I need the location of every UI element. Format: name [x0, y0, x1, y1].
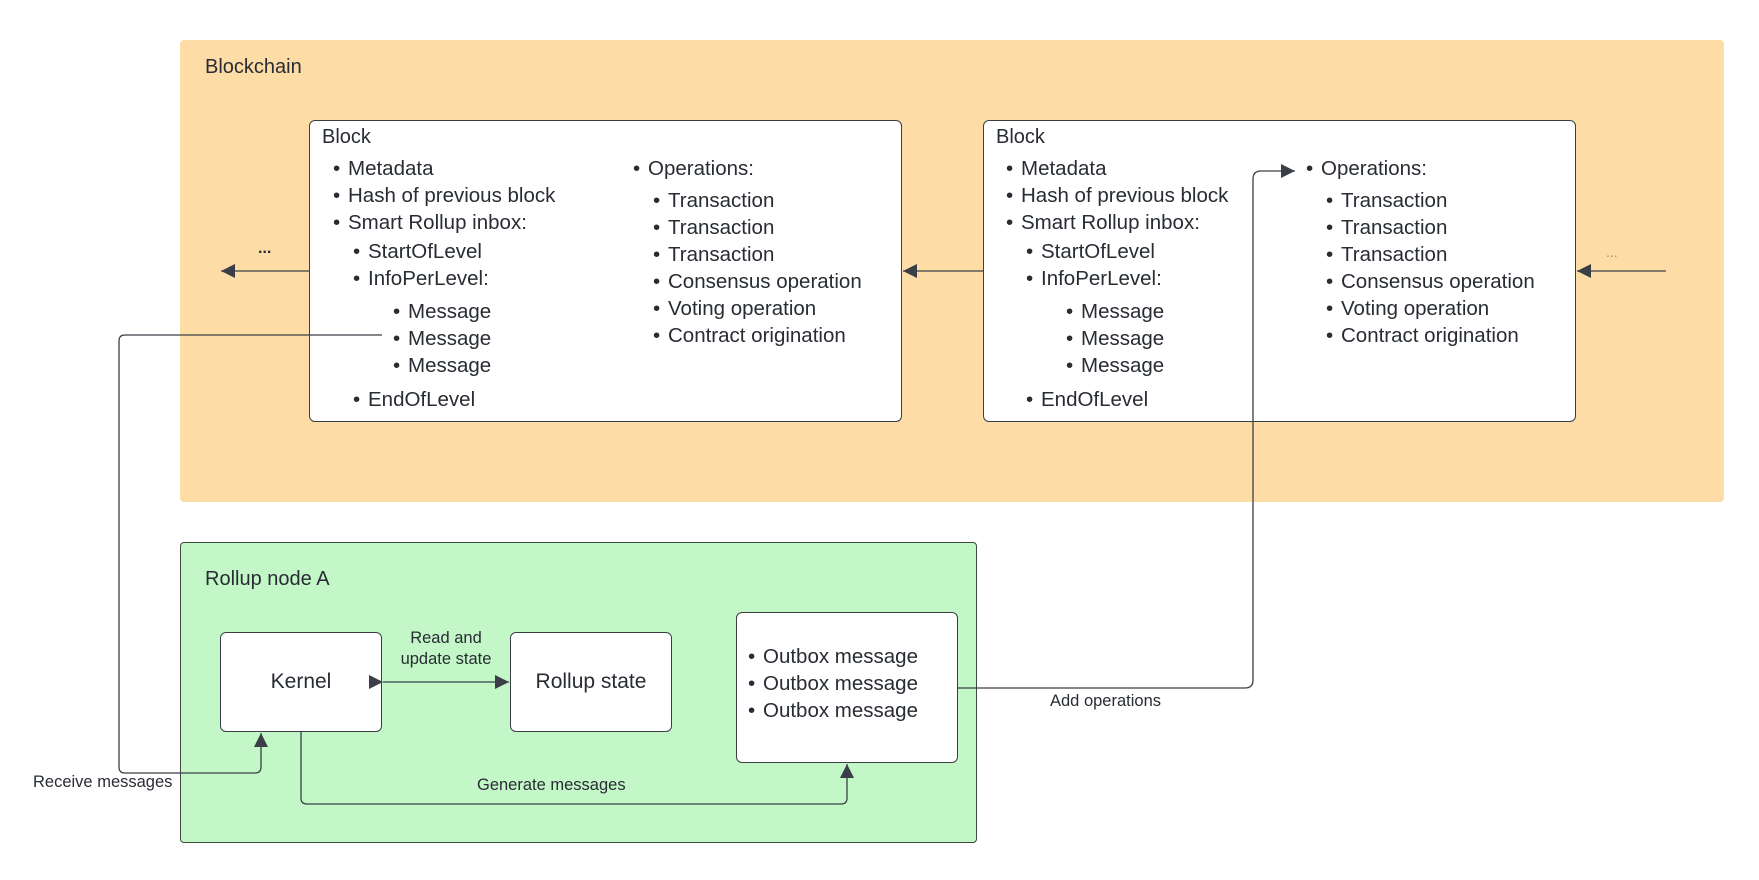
list-item: Outbox message: [748, 643, 918, 670]
list-item: Transaction: [653, 214, 862, 241]
list-item: InfoPerLevel:: [353, 265, 489, 292]
operations-list: Transaction Transaction Transaction Cons…: [1326, 187, 1535, 349]
list-item: Voting operation: [1326, 295, 1535, 322]
list-item: Hash of previous block: [333, 182, 555, 209]
operations-header: Operations:: [1306, 155, 1427, 182]
list-item: InfoPerLevel:: [1026, 265, 1162, 292]
list-item: Contract origination: [1326, 322, 1535, 349]
list-item: EndOfLevel: [1026, 386, 1148, 413]
operations-list: Transaction Transaction Transaction Cons…: [653, 187, 862, 349]
list-item: Outbox message: [748, 697, 918, 724]
list-item: Voting operation: [653, 295, 862, 322]
list-item: Message: [393, 325, 491, 352]
outbox-message-list: Outbox message Outbox message Outbox mes…: [748, 643, 918, 724]
inbox-list: StartOfLevel InfoPerLevel:: [1026, 238, 1162, 292]
read-update-label-line1: Read and: [410, 629, 482, 647]
list-item: Transaction: [1326, 241, 1535, 268]
message-list: Message Message Message: [393, 298, 491, 379]
inbox-list: StartOfLevel InfoPerLevel:: [353, 238, 489, 292]
list-item: Message: [393, 352, 491, 379]
message-list: Message Message Message: [1066, 298, 1164, 379]
block-title: Block: [322, 126, 371, 148]
receive-messages-label: Receive messages: [33, 773, 173, 791]
list-item: Smart Rollup inbox:: [1006, 209, 1228, 236]
outbox-box: Outbox message Outbox message Outbox mes…: [736, 612, 958, 763]
list-item: Hash of previous block: [1006, 182, 1228, 209]
list-item: Transaction: [1326, 214, 1535, 241]
rollup-state-box: Rollup state: [510, 632, 672, 732]
list-item: Smart Rollup inbox:: [333, 209, 555, 236]
block-2: Block Metadata Hash of previous block Sm…: [983, 120, 1576, 422]
operations-header: Operations:: [633, 155, 754, 182]
list-item: Transaction: [653, 241, 862, 268]
list-item: Consensus operation: [653, 268, 862, 295]
arrow-generate-messages: [300, 732, 854, 805]
list-item: Transaction: [1326, 187, 1535, 214]
list-item: Metadata: [333, 155, 555, 182]
block-header-list: Metadata Hash of previous block Smart Ro…: [1006, 155, 1228, 236]
blockchain-title: Blockchain: [205, 56, 302, 78]
list-item: Message: [1066, 325, 1164, 352]
arrow-receive-messages: [118, 334, 382, 774]
list-item: Contract origination: [653, 322, 862, 349]
list-item: Message: [393, 298, 491, 325]
next-blocks-ellipsis: ...: [1606, 244, 1618, 260]
list-item: StartOfLevel: [353, 238, 489, 265]
list-item: StartOfLevel: [1026, 238, 1162, 265]
end-of-level-list: EndOfLevel: [1026, 386, 1148, 413]
block-title: Block: [996, 126, 1045, 148]
list-item: Outbox message: [748, 670, 918, 697]
list-item: Operations:: [633, 155, 754, 182]
kernel-label: Kernel: [270, 670, 332, 693]
block-1: Block Metadata Hash of previous block Sm…: [309, 120, 902, 422]
list-item: Operations:: [1306, 155, 1427, 182]
rollup-state-label: Rollup state: [535, 670, 647, 693]
generate-messages-label: Generate messages: [477, 776, 626, 794]
rollup-node-title: Rollup node A: [205, 568, 330, 590]
list-item: EndOfLevel: [353, 386, 475, 413]
list-item: Message: [1066, 298, 1164, 325]
list-item: Message: [1066, 352, 1164, 379]
kernel-box: Kernel: [220, 632, 382, 732]
arrow-add-operations: [958, 164, 1295, 689]
list-item: Transaction: [653, 187, 862, 214]
previous-blocks-ellipsis: ...: [258, 240, 272, 257]
list-item: Consensus operation: [1326, 268, 1535, 295]
end-of-level-list: EndOfLevel: [353, 386, 475, 413]
list-item: Metadata: [1006, 155, 1228, 182]
read-update-state-label: Read and update state: [390, 628, 502, 670]
block-header-list: Metadata Hash of previous block Smart Ro…: [333, 155, 555, 236]
read-update-label-line2: update state: [400, 650, 492, 668]
add-operations-label: Add operations: [1050, 692, 1161, 710]
